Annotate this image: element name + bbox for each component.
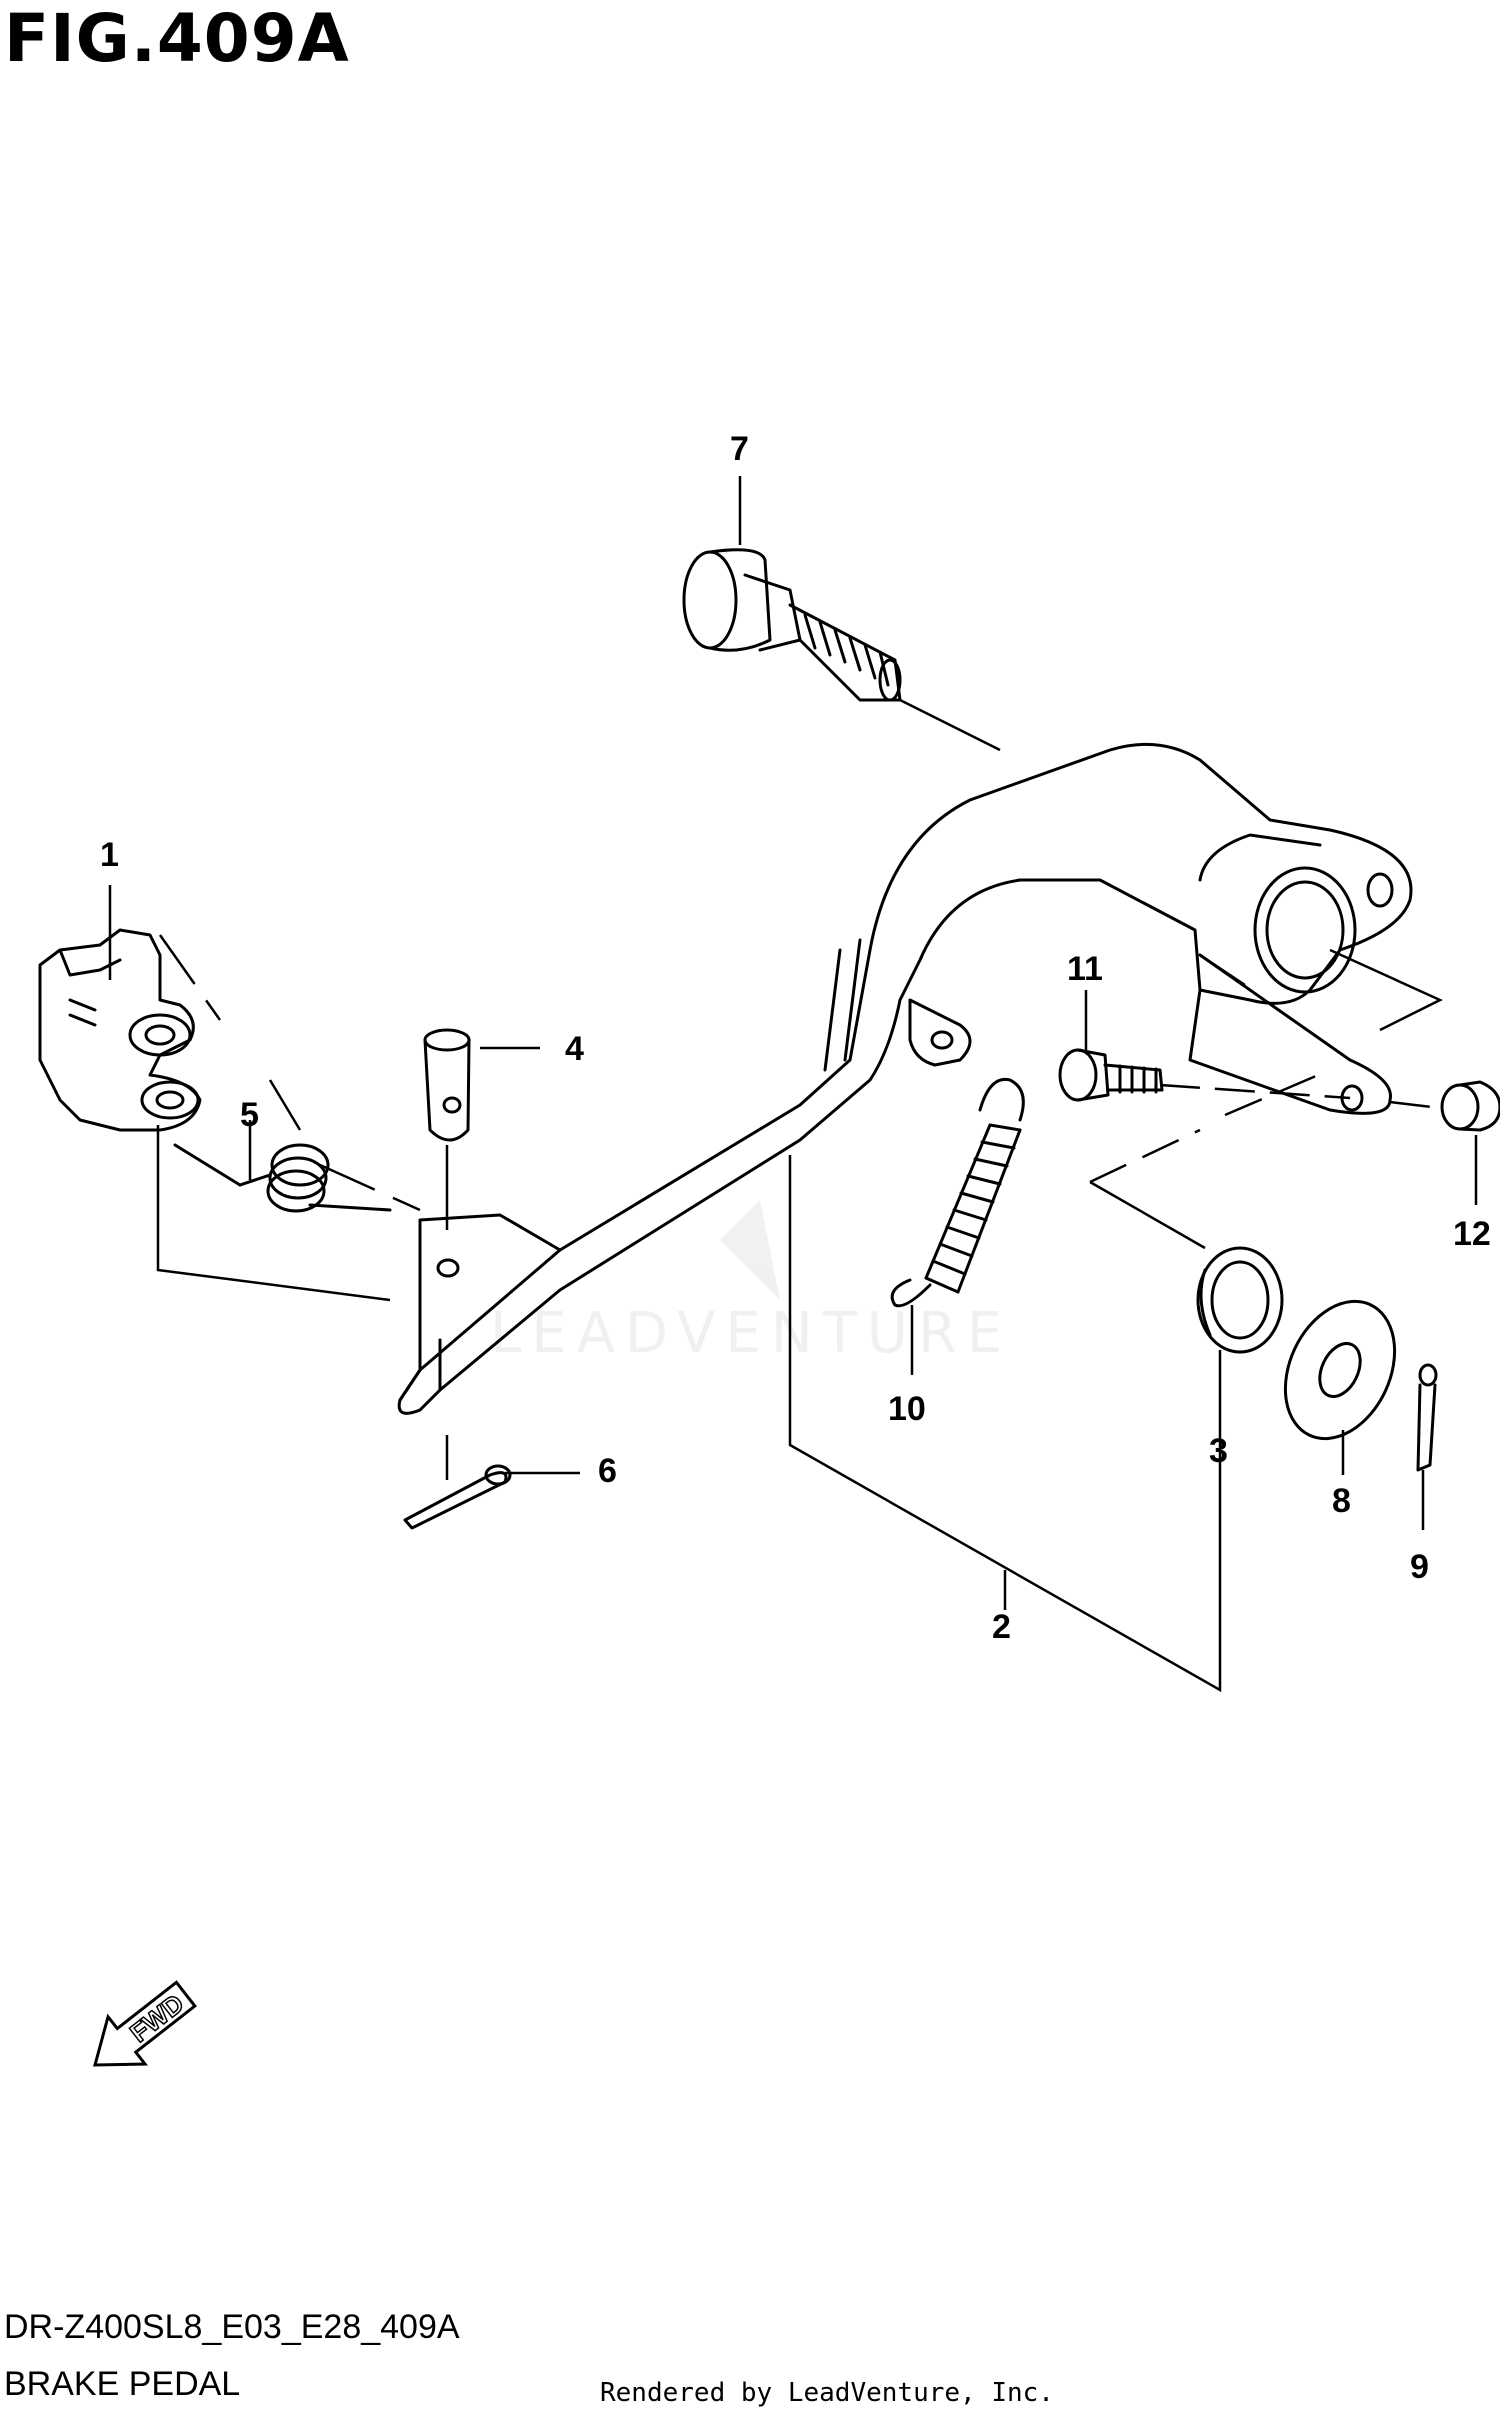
torsion-spring-part-5[interactable] — [173, 1143, 392, 1213]
callout-1: 1 — [100, 836, 119, 874]
watermark: LEADVENTURE — [490, 1090, 1012, 1366]
drawing-code: DR-Z400SL8_E03_E28_409A — [4, 2308, 460, 2346]
cotter-pin-part-9[interactable] — [1416, 1363, 1438, 1472]
switch-bracket-part-1[interactable] — [38, 928, 202, 1132]
collar-part-12[interactable] — [1440, 1080, 1500, 1132]
clevis-pin-part-4[interactable] — [423, 1028, 471, 1142]
oil-seal-part-3[interactable] — [1196, 1246, 1284, 1354]
callout-3: 3 — [1209, 1432, 1228, 1470]
callout-9: 9 — [1410, 1548, 1429, 1586]
callout-6: 6 — [598, 1452, 617, 1490]
watermark-text: LEADVENTURE — [490, 1301, 1012, 1366]
washer-part-8[interactable] — [1264, 1284, 1415, 1457]
callout-5: 5 — [240, 1096, 259, 1134]
cotter-pin-part-6[interactable] — [403, 1464, 512, 1530]
leader-lines — [108, 476, 1478, 1693]
fwd-direction-badge: FWD — [93, 1980, 197, 2067]
figure-title: FIG.409A — [4, 0, 350, 77]
return-spring-part-10[interactable] — [890, 1077, 1025, 1308]
bolt-part-11[interactable] — [1058, 1048, 1164, 1102]
pivot-bolt-part-7[interactable] — [682, 548, 902, 702]
render-credit: Rendered by LeadVenture, Inc. — [600, 2378, 1054, 2408]
callout-12: 12 — [1453, 1215, 1491, 1253]
callout-8: 8 — [1332, 1482, 1351, 1520]
figure-name: BRAKE PEDAL — [4, 2365, 241, 2403]
callout-7: 7 — [730, 430, 749, 468]
callout-4: 4 — [565, 1030, 584, 1068]
brake-pedal-part-2[interactable] — [397, 742, 1413, 1415]
callout-10: 10 — [888, 1390, 926, 1428]
callout-2: 2 — [992, 1608, 1011, 1646]
callout-11: 11 — [1067, 950, 1103, 988]
callout-labels: 1 2 3 4 5 6 7 8 9 10 11 12 — [100, 430, 1491, 1646]
